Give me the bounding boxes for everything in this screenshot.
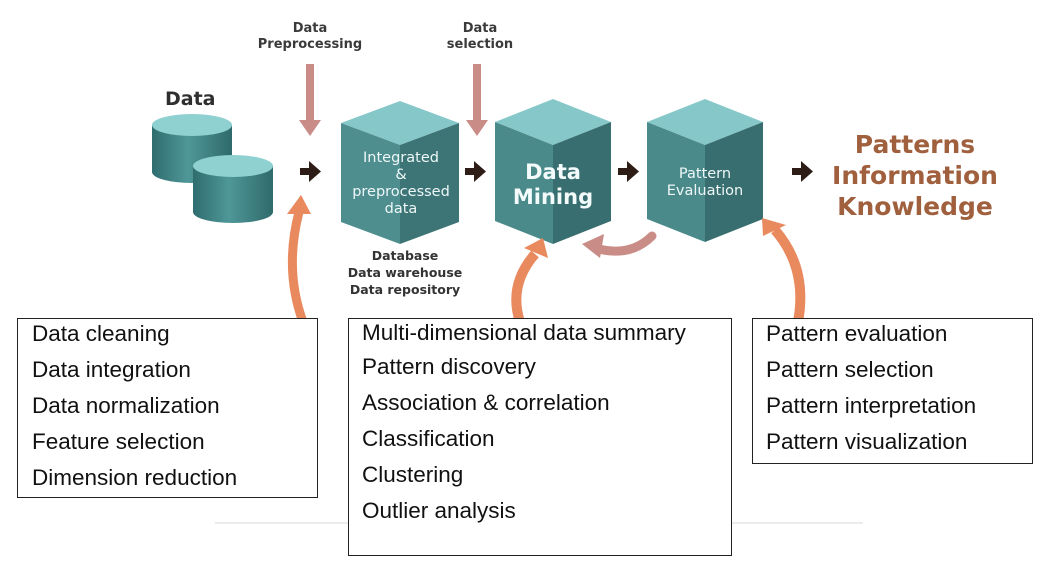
outcomes: Patterns Information Knowledge (825, 129, 1005, 222)
evaluation-steps-box: Pattern evaluation Pattern selection Pat… (752, 318, 1033, 464)
mining-tasks-box: Multi-dimensional data summary Pattern d… (348, 318, 732, 556)
list-item: Pattern interpretation (766, 393, 977, 418)
list-item: Pattern evaluation (766, 321, 948, 346)
outcome-item: Knowledge (837, 192, 993, 221)
preprocessing-down-arrow-icon (299, 64, 321, 136)
storage-item: Data warehouse (347, 265, 463, 280)
data-mining-cube-label: Data Mining (512, 160, 594, 209)
list-item: Association & correlation (362, 390, 610, 415)
mining-orange-arrow-icon (511, 238, 548, 324)
data-label: Data (165, 88, 216, 110)
list-item: Outlier analysis (362, 498, 516, 523)
list-item: Pattern visualization (766, 429, 968, 454)
outcome-item: Patterns (854, 130, 976, 159)
integrated-data-cube-label: Integrated & preprocessed data (352, 150, 450, 217)
storage-item: Data repository (349, 282, 461, 297)
list-item: Feature selection (32, 429, 205, 454)
list-item: Pattern selection (766, 357, 934, 382)
list-item: Dimension reduction (32, 465, 238, 490)
data-mining-cube (495, 99, 611, 244)
storage-types: Database Data warehouse Data repository (330, 247, 480, 298)
data-preprocessing-label: Data Preprocessing (257, 21, 363, 52)
database-cylinders-icon (152, 114, 273, 223)
preprocessing-orange-arrow-icon (287, 195, 311, 324)
selection-down-arrow-icon (466, 64, 488, 136)
list-item: Data integration (32, 357, 191, 382)
integrated-data-cube (341, 101, 459, 244)
flow-arrow-icon (465, 161, 486, 182)
flow-arrow-icon (618, 161, 639, 182)
list-item: Clustering (362, 462, 464, 487)
pattern-evaluation-cube (647, 99, 763, 242)
list-item: Classification (362, 426, 495, 451)
list-item: Multi-dimensional data summary (362, 320, 686, 345)
data-selection-label: Data selection (446, 21, 514, 52)
outcome-item: Information (832, 161, 998, 190)
flow-arrow-icon (792, 161, 813, 182)
list-item: Data normalization (32, 393, 220, 418)
storage-item: Database (371, 248, 439, 263)
pattern-evaluation-cube-label: Pattern Evaluation (666, 166, 744, 199)
feedback-curved-arrow-icon (582, 231, 657, 258)
flow-arrow-icon (300, 161, 321, 182)
list-item: Pattern discovery (362, 354, 536, 379)
evaluation-orange-arrow-icon (762, 218, 806, 323)
list-item: Data cleaning (32, 321, 170, 346)
preprocessing-steps-box: Data cleaning Data integration Data norm… (17, 318, 318, 498)
